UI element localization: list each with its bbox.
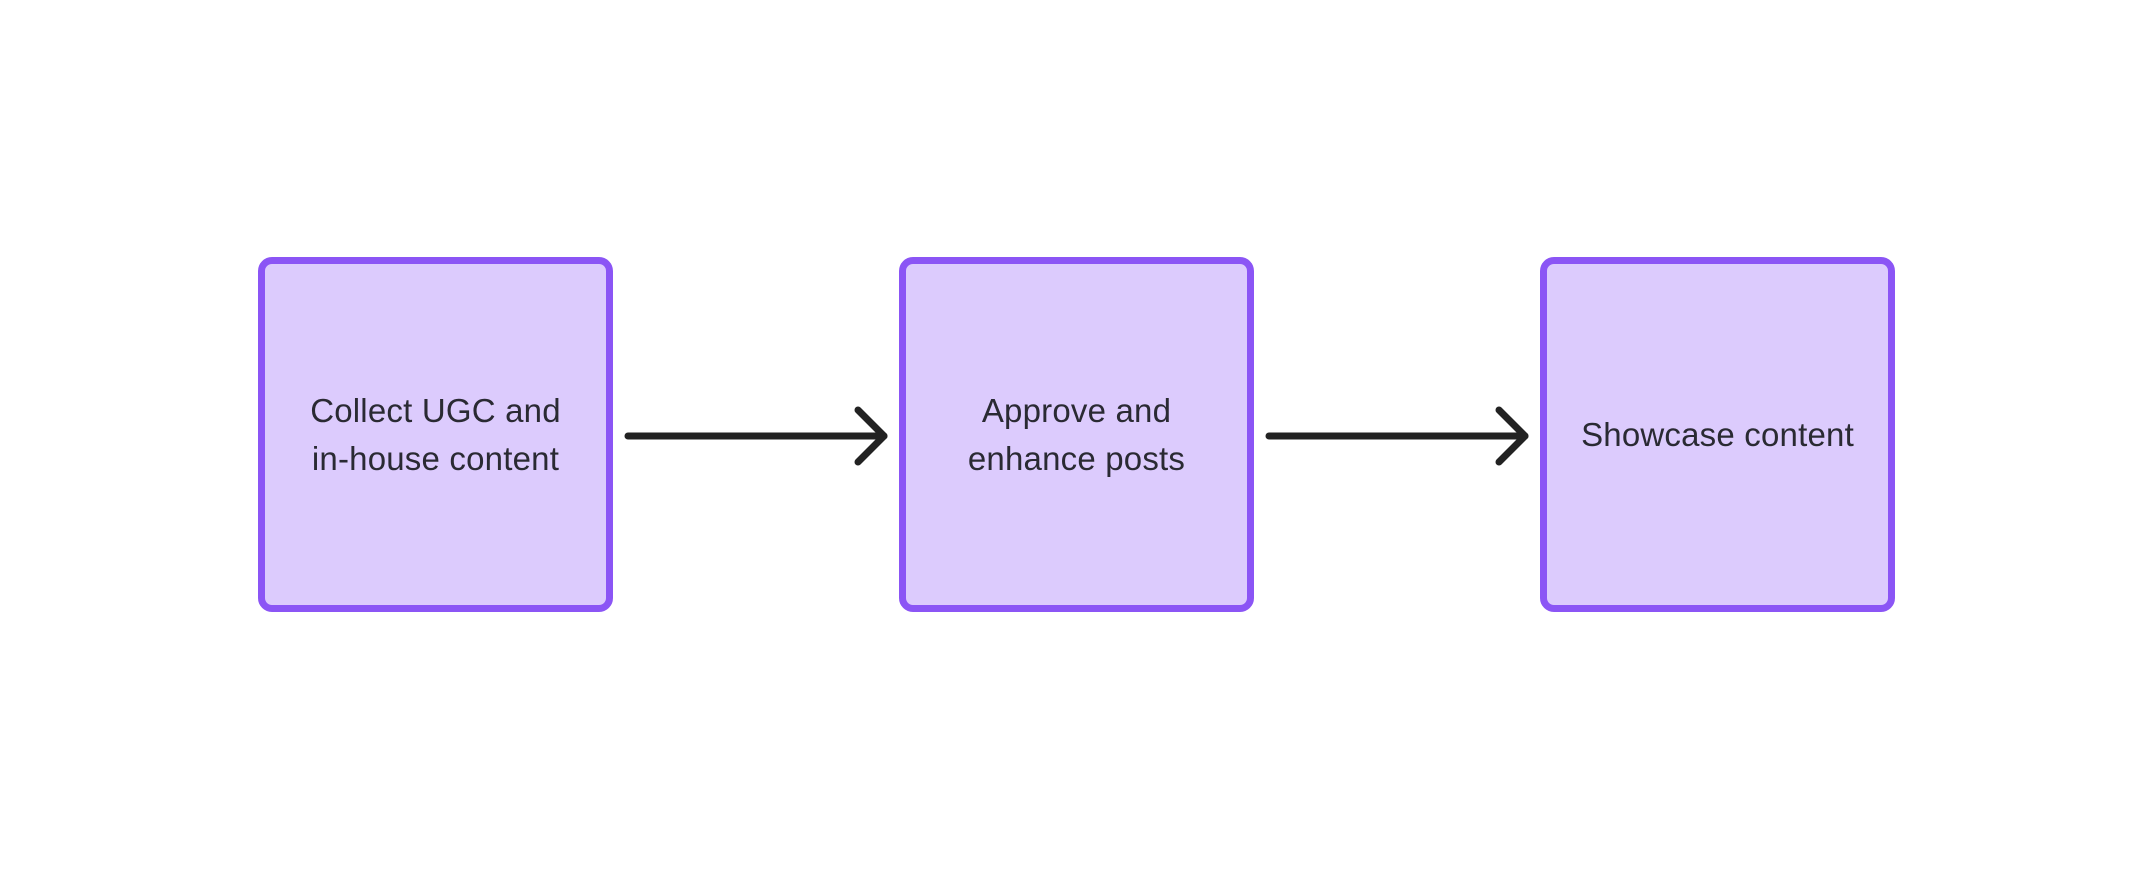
step-approve-label: Approve and enhance posts xyxy=(967,391,1186,477)
arrow-approve-to-showcase xyxy=(1265,406,1529,466)
step-collect-label: Collect UGC and in-house content xyxy=(310,391,561,477)
step-showcase-content[interactable]: Showcase content xyxy=(1540,257,1895,612)
step-approve-posts[interactable]: Approve and enhance posts xyxy=(899,257,1254,612)
step-collect-content[interactable]: Collect UGC and in-house content xyxy=(258,257,613,612)
step-showcase-label: Showcase content xyxy=(1581,415,1854,453)
arrow-collect-to-approve xyxy=(624,406,888,466)
